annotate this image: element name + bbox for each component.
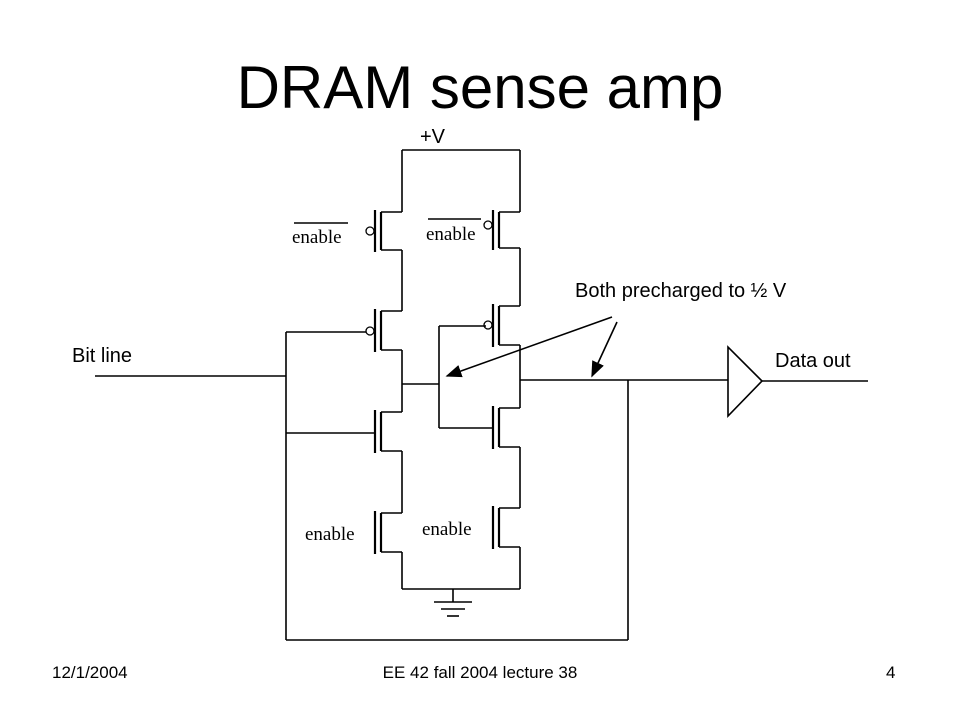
right-cross-nmos — [491, 406, 520, 449]
ground-icon — [434, 601, 472, 617]
footer-date: 12/1/2004 — [52, 663, 128, 682]
left-cross-nmos — [373, 410, 402, 453]
precharge-note: Both precharged to ½ V — [575, 280, 787, 302]
ground-rail — [402, 588, 520, 602]
data-out-label: Data out — [775, 350, 851, 372]
supply-rail — [401, 149, 521, 212]
precharge-arrows — [445, 316, 618, 378]
left-cross-pmos — [365, 309, 402, 352]
enable-label-left: enable — [305, 524, 355, 545]
footer-page-number: 4 — [886, 663, 896, 682]
supply-label: +V — [420, 126, 446, 148]
enable-bar-label-left: enable — [292, 227, 342, 248]
right-enable-bar-pmos — [483, 210, 520, 250]
cross-coupling-wires — [402, 325, 628, 429]
left-enable-nmos — [373, 511, 402, 554]
output-buffer — [628, 345, 868, 418]
enable-bar-label-right: enable — [426, 224, 476, 245]
bit-line-wires — [95, 331, 629, 641]
bit-line-label: Bit line — [72, 345, 132, 367]
right-cross-pmos — [483, 304, 520, 347]
right-enable-nmos — [491, 506, 520, 549]
enable-label-right: enable — [422, 519, 472, 540]
footer-course: EE 42 fall 2004 lecture 38 — [382, 663, 578, 682]
left-enable-bar-pmos — [365, 210, 402, 252]
slide-title: DRAM sense amp — [236, 54, 724, 121]
